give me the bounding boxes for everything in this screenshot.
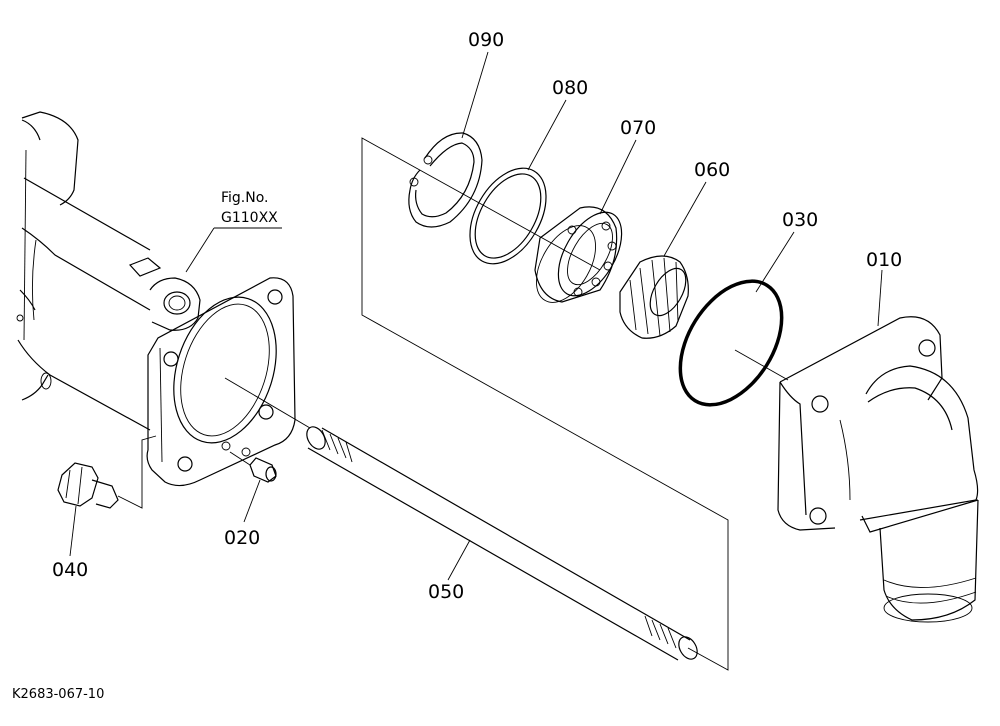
centre-axis-line [224,377,311,429]
part-020-pin [229,451,277,483]
figure-reference: Fig.No. G110XX [185,190,282,273]
label-040: 040 [52,559,88,581]
part-090-snap-ring [408,132,483,228]
housing-assembly [16,111,296,487]
part-050-shaft [306,137,729,671]
part-040-plug [57,435,157,509]
label-050: 050 [428,581,464,603]
part-070-ring [469,167,547,265]
label-030: 030 [782,209,818,231]
part-010-elbow-cover [777,316,979,623]
figure-reference-line1: Fig.No. [221,190,269,206]
label-070: 080 [552,77,588,99]
drawing-code: K2683-067-10 [12,687,104,702]
label-080: 070 [620,117,656,139]
label-090: 090 [468,29,504,51]
label-010: 010 [866,249,902,271]
label-020: 020 [224,527,260,549]
leader-lines [69,51,883,581]
part-080-bearing [534,206,623,303]
part-060-bevel-gear [619,255,689,339]
part-030-o-ring [678,279,789,407]
label-060: 060 [694,159,730,181]
part-labels: 090 080 070 060 030 010 020 040 050 [52,29,902,603]
figure-reference-line2: G110XX [221,210,278,226]
